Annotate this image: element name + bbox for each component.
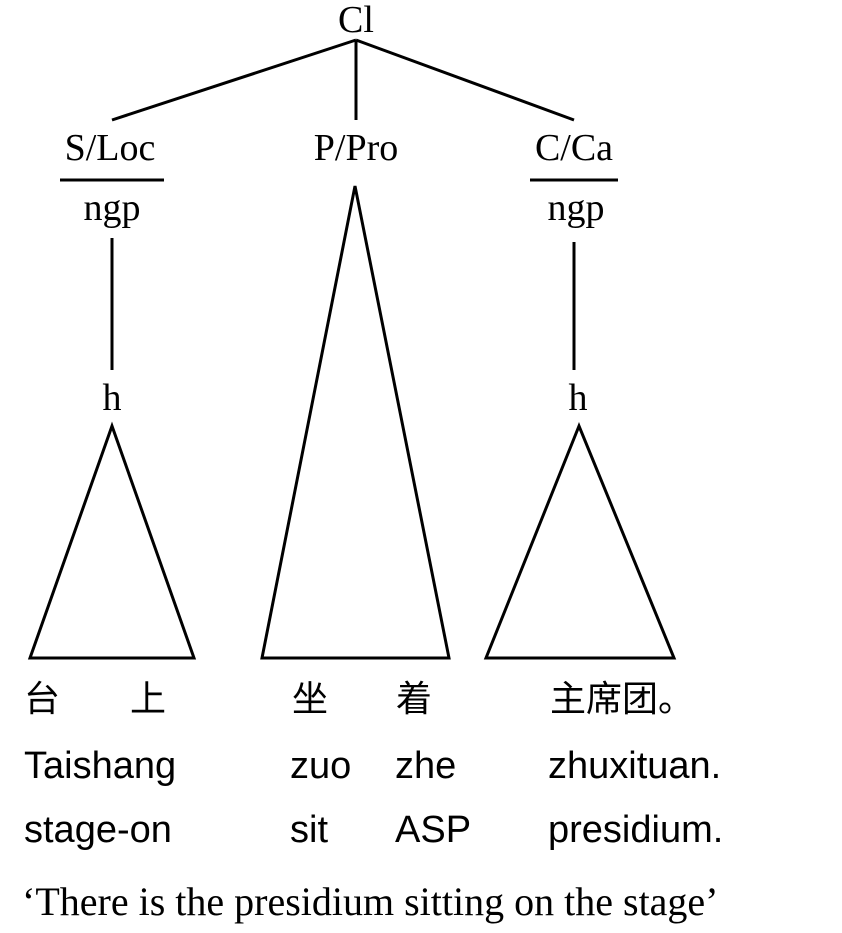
chinese-word-zuo: 坐 [292,679,329,720]
predicate-process-label: P/Pro [314,127,398,169]
subject-triangle [27,421,197,660]
complement-carrier-label: C/Ca [535,127,613,169]
gloss-asp: ASP [395,809,472,851]
chinese-word-tai: 台 [24,679,61,720]
gloss-stage-on: stage-on [24,809,172,851]
pinyin-zhuxituan: zhuxituan. [548,745,722,787]
chinese-word-zhe: 着 [396,679,433,720]
chinese-word-zhuxituan: 主席团。 [550,679,695,720]
complement-head-label: h [569,377,588,419]
root-node-label: Cl [338,0,374,41]
pinyin-zuo: zuo [290,745,352,787]
pinyin-taishang: Taishang [24,745,177,787]
gloss-sit: sit [290,809,328,851]
chinese-word-shang: 上 [130,679,167,720]
free-translation: ‘There is the presidium sitting on the s… [22,879,719,924]
subject-head-label: h [103,377,122,419]
subject-group-label: ngp [84,187,141,229]
complement-triangle [483,422,677,660]
edge-root-to-complement [355,38,575,122]
predicate-triangle [260,185,451,660]
edge-root-to-subject [111,38,357,122]
pinyin-zhe: zhe [395,745,457,787]
complement-group-label: ngp [548,187,605,229]
gloss-presidium: presidium. [548,809,724,851]
subject-location-label: S/Loc [65,127,156,169]
